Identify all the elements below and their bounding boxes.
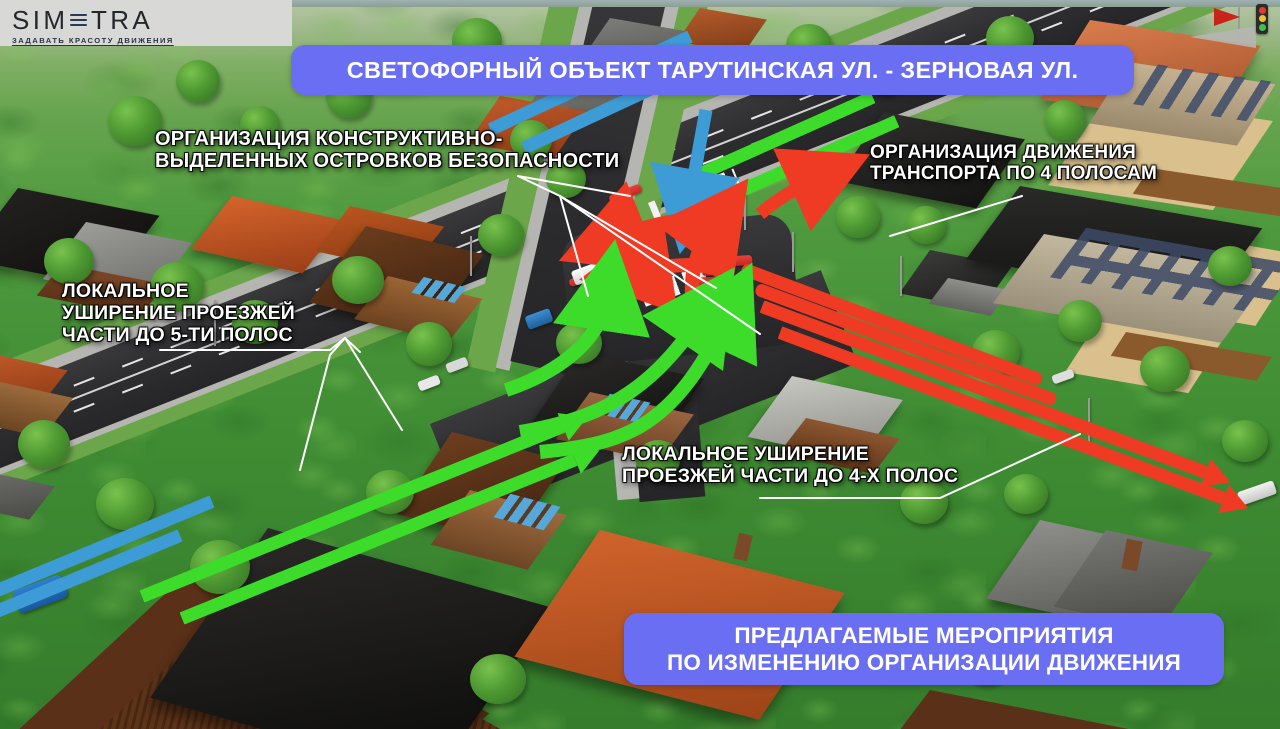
traffic-signal-pole	[792, 232, 794, 272]
tree	[1044, 100, 1086, 140]
tree	[470, 654, 526, 704]
title-banner: СВЕТОФОРНЫЙ ОБЪЕКТ ТАРУТИНСКАЯ УЛ. - ЗЕР…	[291, 45, 1134, 95]
tree	[150, 262, 204, 312]
street-light-pole	[214, 300, 216, 346]
street-light-pole	[470, 236, 472, 276]
tree	[44, 238, 94, 284]
callout-safety-islands: ОРГАНИЗАЦИЯ КОНСТРУКТИВНО- ВЫДЕЛЕННЫХ ОС…	[155, 128, 620, 173]
tree	[232, 300, 278, 344]
tree	[332, 256, 384, 304]
street-light-pole	[900, 256, 902, 296]
traffic-light-green	[1258, 24, 1266, 32]
footer-banner: ПРЕДЛАГАЕМЫЕ МЕРОПРИЯТИЯ ПО ИЗМЕНЕНИЮ ОР…	[624, 613, 1224, 685]
tree	[1140, 346, 1190, 392]
equals-bars-icon	[70, 14, 88, 26]
brand-name-part-1: SIM	[12, 4, 69, 35]
tree	[836, 196, 880, 238]
tree	[406, 322, 452, 366]
callout-four-lanes: ОРГАНИЗАЦИЯ ДВИЖЕНИЯ ТРАНСПОРТА ПО 4 ПОЛ…	[870, 142, 1158, 185]
tree	[1058, 300, 1102, 342]
tree	[478, 214, 524, 256]
logo-plate: SIM TRA ЗАДАВАТЬ КРАСОТУ ДВИЖЕНИЯ	[0, 0, 292, 46]
brand-wordmark: SIM TRA	[12, 4, 174, 35]
tree	[240, 106, 280, 144]
tree	[1222, 420, 1268, 462]
brand-name-part-2: TRA	[90, 4, 154, 35]
brand-tagline-text: ЗАДАВАТЬ КРАСОТУ ДВИЖЕНИЯ	[12, 36, 174, 45]
tree	[1208, 246, 1252, 286]
traffic-light-red	[1258, 6, 1266, 14]
roof-spike-decor	[1190, 26, 1256, 48]
street-light-pole	[1088, 398, 1090, 442]
traffic-light-yellow	[1258, 15, 1266, 23]
tree	[18, 420, 70, 468]
brand-tagline: ЗАДАВАТЬ КРАСОТУ ДВИЖЕНИЯ	[12, 36, 174, 45]
traffic-light-icon	[1256, 4, 1268, 34]
red-flag-icon	[1214, 8, 1240, 26]
top-edge-strip	[0, 0, 1280, 7]
tree	[906, 206, 946, 244]
vehicle-car	[701, 260, 735, 277]
tree	[108, 96, 162, 146]
tree	[556, 322, 602, 364]
brand-logo[interactable]: SIM TRA ЗАДАВАТЬ КРАСОТУ ДВИЖЕНИЯ	[12, 4, 174, 46]
callout-widening-four-lanes: ЛОКАЛЬНОЕ УШИРЕНИЕ ПРОЕЗЖЕЙ ЧАСТИ ДО 4-Х…	[622, 443, 959, 487]
tree	[176, 60, 220, 102]
callout-widening-five-lanes: ЛОКАЛЬНОЕ УШИРЕНИЕ ПРОЕЗЖЕЙ ЧАСТИ ДО 5-Т…	[62, 280, 295, 346]
